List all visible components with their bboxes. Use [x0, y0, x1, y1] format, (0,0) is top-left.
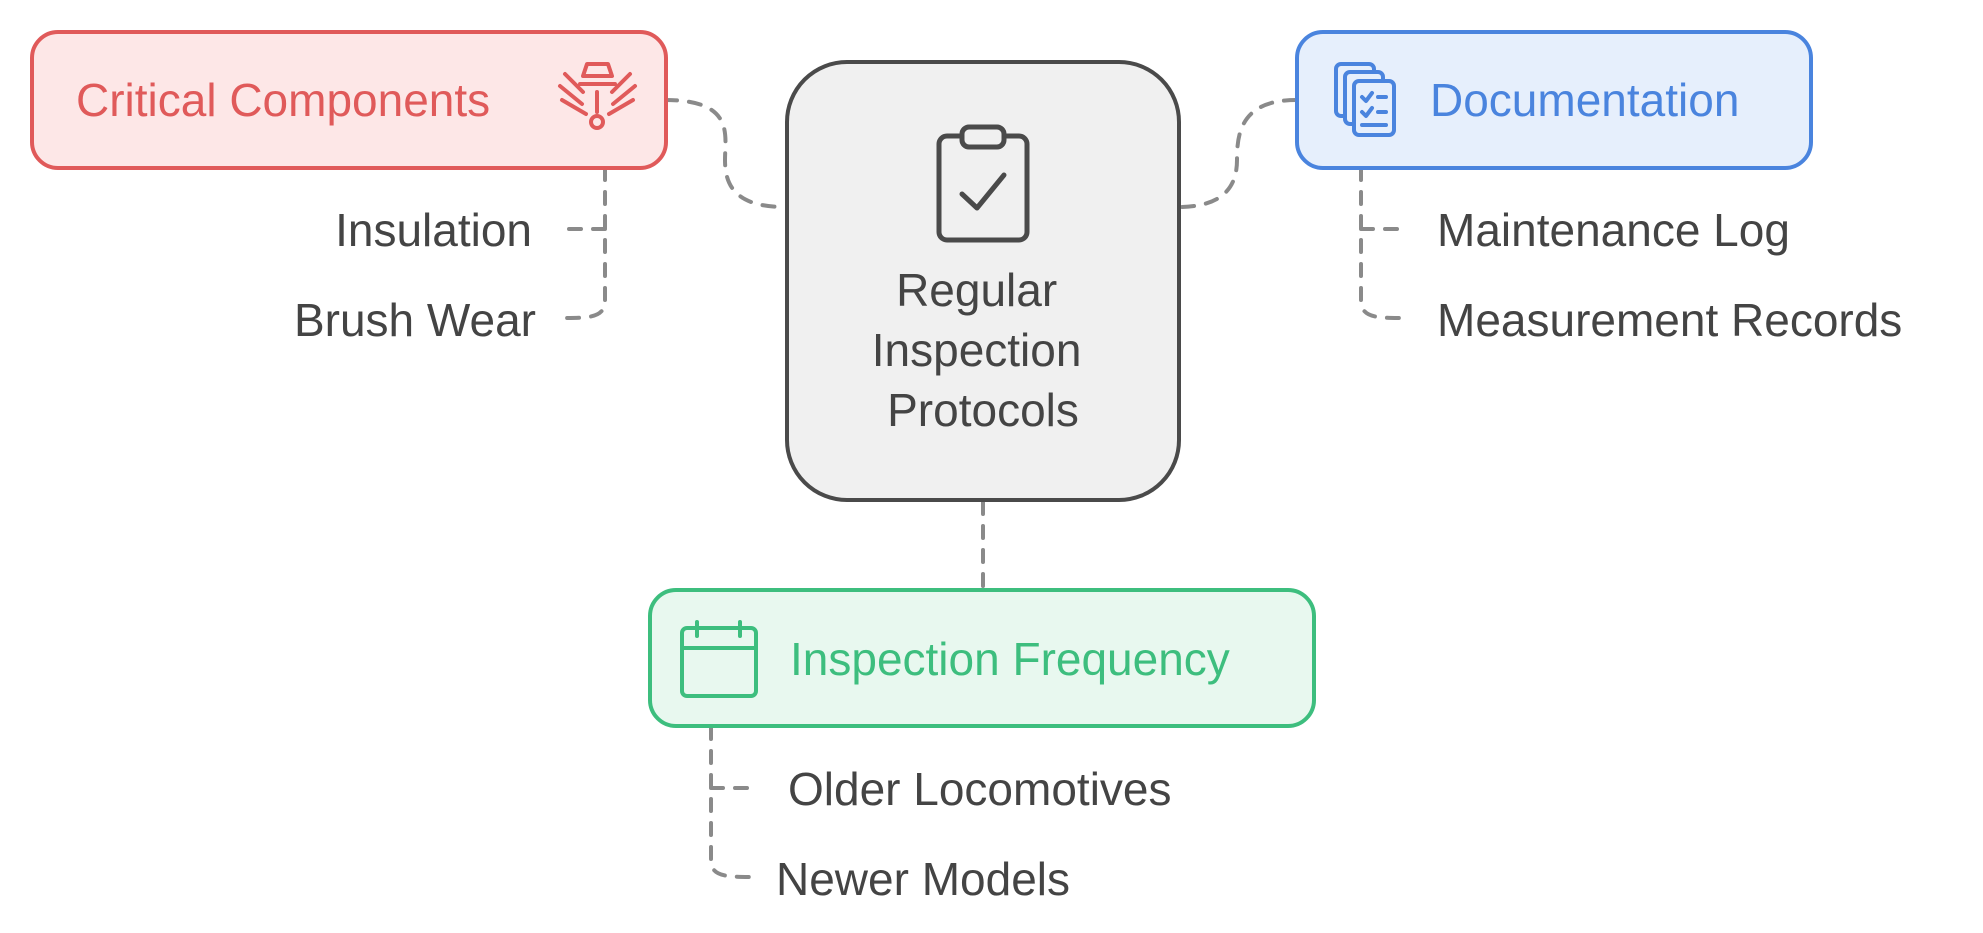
connectors — [558, 98, 1407, 879]
inspection-frequency-node[interactable]: Inspection Frequency — [648, 588, 1316, 728]
frequency-item-older-locomotives: Older Locomotives — [788, 763, 1172, 815]
stacked-documents-icon — [1334, 62, 1396, 137]
critical-item-insulation: Insulation — [335, 204, 532, 256]
documentation-item-maintenance-log: Maintenance Log — [1437, 204, 1790, 256]
critical-components-box — [30, 30, 668, 170]
center-node[interactable]: Regular Inspection Protocols — [785, 60, 1181, 502]
center-title-line-1: Regular — [896, 264, 1057, 316]
inspection-frequency-label: Inspection Frequency — [790, 633, 1230, 685]
inspection-frequency-box — [648, 588, 1316, 728]
center-title-line-2: Inspection — [872, 324, 1082, 376]
frequency-item-newer-models: Newer Models — [776, 853, 1070, 905]
connector-frequency-to-items — [709, 725, 760, 879]
connector-critical-to-insulation — [558, 166, 607, 320]
connector-center-to-documentation — [1176, 98, 1298, 209]
documentation-item-measurement-records: Measurement Records — [1437, 294, 1902, 346]
critical-components-node[interactable]: Critical Components — [30, 30, 668, 170]
documentation-node[interactable]: Documentation — [1295, 30, 1813, 170]
clipboard-check-icon — [936, 124, 1030, 243]
documentation-box — [1295, 30, 1813, 170]
center-node-box — [785, 60, 1181, 502]
connector-documentation-to-items — [1359, 166, 1407, 320]
calendar-icon — [680, 620, 758, 698]
fan-engine-icon — [558, 62, 637, 130]
center-title-line-3: Protocols — [887, 384, 1079, 436]
critical-item-brush-wear: Brush Wear — [294, 294, 536, 346]
connector-center-to-critical-components — [663, 98, 787, 209]
critical-components-label: Critical Components — [76, 74, 490, 126]
documentation-label: Documentation — [1430, 74, 1739, 126]
center-node-title: Regular Inspection Protocols — [872, 264, 1094, 436]
